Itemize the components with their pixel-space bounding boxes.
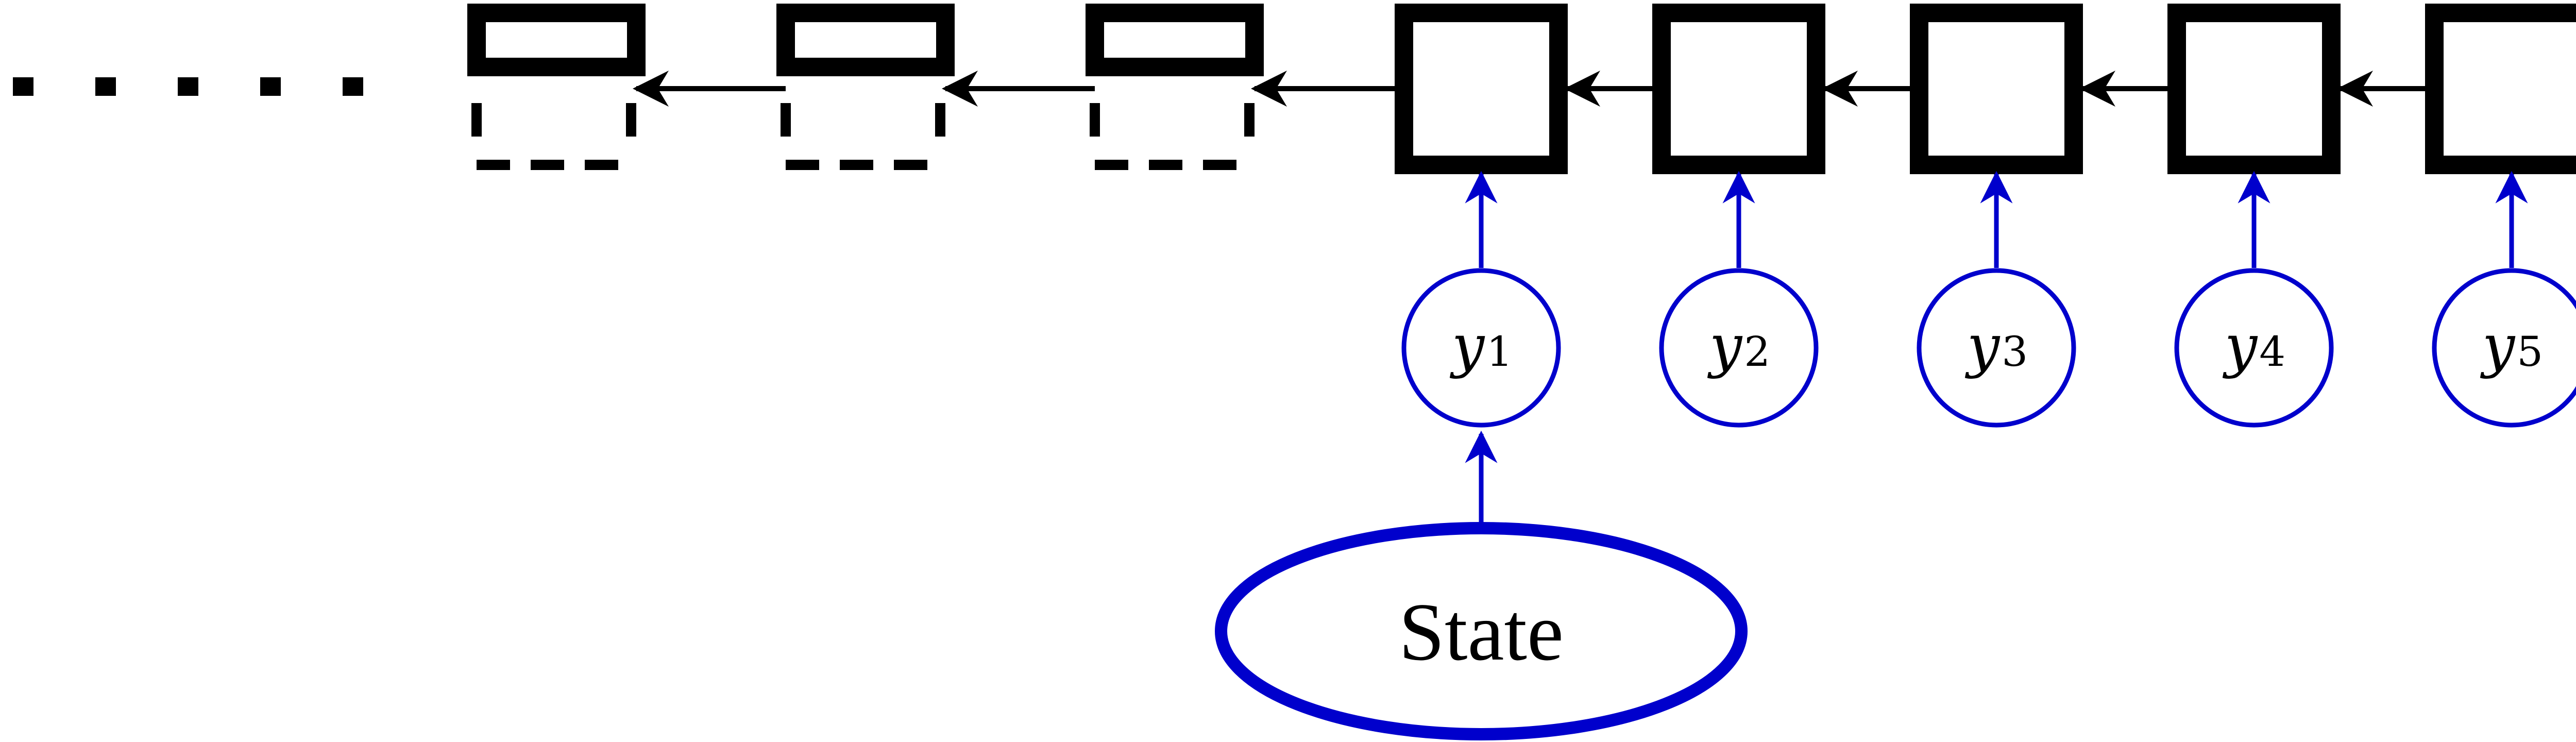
faded-box [776,4,955,170]
ellipsis-dots [13,77,363,96]
faded-box [1086,4,1264,170]
observation-variable: y [2480,313,2516,380]
svg-text:y2: y2 [1707,313,1770,380]
observation-variable: y [1964,313,2001,380]
state-box [1652,4,1825,174]
state-box [1910,4,2083,174]
observation-variable: y [2222,313,2258,380]
observation-variable: y [1707,313,1743,380]
observation-variable: y [1449,313,1485,380]
state-node: State [1215,522,1748,740]
svg-text:y3: y3 [1964,313,2028,380]
state-box [1395,4,1568,174]
svg-text:y4: y4 [2222,313,2285,380]
observation-subscript: 1 [1486,328,1513,376]
state-box [2167,4,2341,174]
state-label: State [1399,586,1564,678]
observation-node-y4: y4 [2174,268,2334,428]
observation-subscript: 4 [2259,328,2285,376]
observation-subscript: 2 [1744,328,1770,376]
faded-box [467,4,646,170]
observation-subscript: 5 [2517,328,2543,376]
state-box [2425,4,2576,174]
observation-node-y3: y3 [1917,268,2076,428]
svg-text:y5: y5 [2480,313,2543,380]
observation-node-y2: y2 [1659,268,1819,428]
observation-node-y1: y1 [1401,268,1561,428]
svg-text:y1: y1 [1449,313,1513,380]
observation-node-y5: y5 [2432,268,2576,428]
observation-subscript: 3 [2002,328,2028,376]
